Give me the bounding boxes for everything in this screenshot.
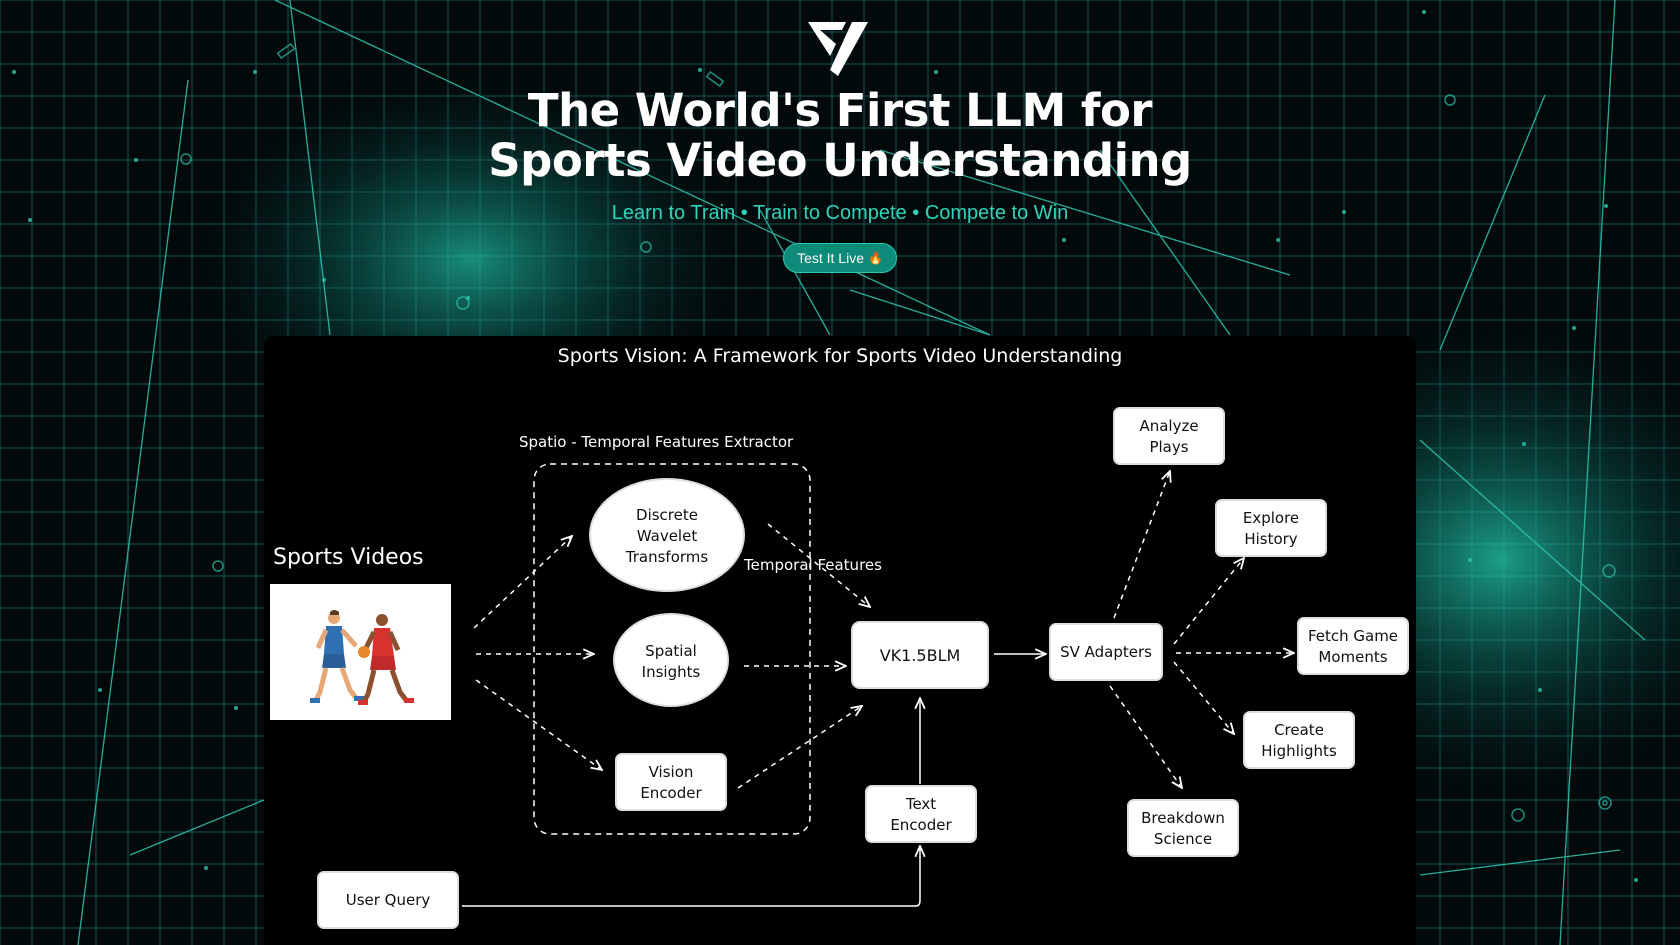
runner-icon [212,560,224,572]
fire-icon: 🔥 [867,251,883,265]
explore-label-1: Explore [1243,509,1299,527]
hero-title-line-1: The World's First LLM for [527,84,1153,137]
breakdown-label-1: Breakdown [1141,809,1225,827]
hero-tagline: Learn to Train • Train to Compete • Comp… [611,202,1069,224]
fetch-label-1: Fetch Game [1308,627,1398,645]
highlights-label-1: Create [1274,721,1324,739]
analyze-label-2: Plays [1149,438,1188,456]
dwt-label-1: Discrete [636,506,698,524]
arrow-adapters-explore [1173,558,1244,645]
sports-vision-logo [808,22,868,76]
medal-icon [1444,94,1456,106]
breakdown-science-node [1127,799,1239,857]
breakdown-label-2: Science [1154,830,1212,848]
analyze-plays-node [1113,407,1225,465]
arrow-adapters-analyze [1113,471,1170,619]
adapters-label: SV Adapters [1060,643,1152,661]
heart-icon-2 [640,241,652,253]
red-player-figure [358,614,414,705]
text-encoder-label-1: Text [905,795,936,813]
explore-history-node [1215,499,1327,557]
vision-label-1: Vision [649,763,694,781]
blue-player-figure [310,610,364,703]
arrow-video-dwt [473,536,572,629]
spatial-label-2: Insights [642,663,701,681]
fetch-moments-node [1297,617,1409,675]
dwt-label-3: Transforms [625,548,709,566]
vision-label-2: Encoder [640,784,702,802]
fetch-label-2: Moments [1318,648,1387,666]
basketball-players-image [270,584,451,720]
user-query-label: User Query [346,891,431,909]
model-label: VK1.5BLM [880,646,961,665]
test-it-live-button[interactable]: Test It Live 🔥 [783,243,897,273]
temporal-features-label: Temporal Features [743,556,882,574]
arrow-adapters-breakdown [1109,685,1182,788]
trophy-icon [1602,564,1616,578]
target-icon-inner [1602,800,1608,806]
explore-label-2: History [1244,530,1297,548]
extractor-label: Spatio - Temporal Features Extractor [519,433,794,451]
test-it-live-label: Test It Live [797,250,864,266]
framework-diagram: Sports Vision: A Framework for Sports Vi… [273,345,1409,929]
diagram-title: Sports Vision: A Framework for Sports Vi… [558,345,1123,367]
heart-icon [456,296,470,310]
create-highlights-node [1243,711,1355,769]
ruler-icon-2 [705,70,725,88]
dwt-node [589,478,745,592]
ruler-icon [276,42,296,60]
highlights-label-2: Highlights [1261,742,1337,760]
hero-title-line-2: Sports Video Understanding [488,134,1192,187]
arrow-query-text [462,846,920,907]
dumbbell-icon [180,153,192,165]
user-query-node [317,871,459,929]
vision-encoder-node [615,753,727,811]
basketball-icon [358,646,370,658]
extractor-box [533,463,811,835]
spatial-node [613,613,729,707]
text-encoder-node [865,785,977,843]
hero-title: The World's First LLM for Sports Video U… [0,86,1680,186]
analyze-label-1: Analyze [1139,417,1198,435]
arrow-vision-model [737,706,862,789]
text-encoder-label-2: Encoder [890,816,952,834]
dwt-label-2: Wavelet [637,527,698,545]
adapters-node [1049,623,1163,681]
framework-diagram-panel: Sports Vision: A Framework for Sports Vi… [264,336,1416,945]
arrow-dwt-model [767,523,870,607]
sports-videos-label: Sports Videos [273,545,424,570]
model-node [851,621,989,689]
target-icon [1598,796,1612,810]
arrow-adapters-highlights [1173,661,1234,734]
spatial-label-1: Spatial [645,642,697,660]
arrow-video-vision [475,679,602,770]
shuttle-icon [1511,808,1525,822]
